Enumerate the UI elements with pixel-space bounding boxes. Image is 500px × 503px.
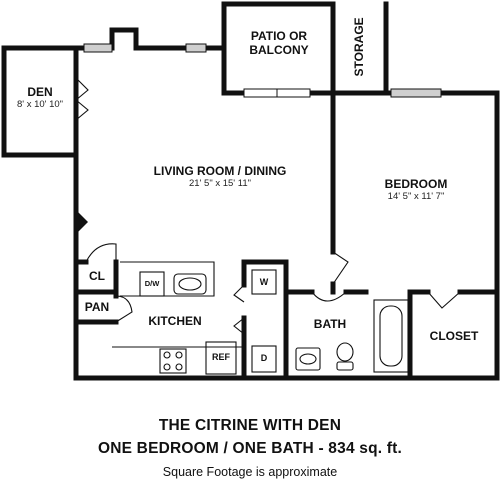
bath-fixtures [295, 299, 409, 373]
doors [75, 77, 461, 335]
closet-small-label: CL [89, 269, 105, 283]
bedroom-door [332, 251, 349, 285]
window-2 [185, 43, 207, 53]
windows [83, 43, 442, 98]
walls [1, 1, 500, 381]
storage-label: STORAGE [352, 17, 367, 77]
dryer-label: D [260, 353, 268, 363]
pantry-label: PAN [84, 300, 110, 314]
patio-name-line2: BALCONY [249, 42, 309, 57]
living-label: LIVING ROOM / DINING 21' 5" x 15' 11" [110, 164, 330, 190]
patio-label: PATIO OR BALCONY [226, 29, 332, 58]
washer [251, 269, 277, 295]
pan-door [115, 295, 133, 323]
closet-label: CLOSET [429, 329, 479, 343]
tub [373, 299, 409, 373]
bedroom-name: BEDROOM [384, 177, 448, 191]
refrigerator [205, 341, 237, 375]
refrigerator-label: REF [212, 352, 230, 362]
window-1 [83, 43, 113, 53]
dryer [251, 345, 277, 373]
patio-name-line1: PATIO OR [250, 29, 308, 43]
toilet [336, 342, 354, 362]
living-name: LIVING ROOM / DINING [153, 164, 287, 178]
plan-title: THE CITRINE WITH DEN [158, 417, 342, 434]
dishwasher [139, 271, 165, 297]
cl-door [85, 243, 117, 263]
den-label: DEN 8' x 10' 10" [4, 85, 76, 111]
footage-note: Square Footage is approximate [162, 465, 338, 479]
bath-label: BATH [313, 317, 347, 331]
plan-subtitle: ONE BEDROOM / ONE BATH - 834 sq. ft. [97, 440, 403, 457]
bath-door [311, 291, 347, 302]
window-3 [390, 88, 442, 98]
sink [173, 273, 207, 295]
entry-arrow [78, 212, 88, 232]
living-size: 21' 5" x 15' 11" [189, 177, 251, 189]
kitchen-counters [112, 261, 277, 375]
den-size: 8' x 10' 10" [16, 98, 64, 110]
washer-label: W [259, 277, 269, 287]
den-bifold-door [75, 77, 89, 121]
vanity [295, 347, 321, 371]
laundry-bifold-door [233, 284, 245, 335]
bedroom-label: BEDROOM 14' 5" x 11' 7" [336, 177, 496, 203]
bedroom-size: 14' 5" x 11' 7" [387, 190, 445, 202]
den-name: DEN [27, 85, 53, 99]
kitchen-label: KITCHEN [148, 314, 202, 328]
range [159, 348, 187, 374]
closet-door [427, 291, 461, 309]
dishwasher-label: D/W [144, 279, 160, 288]
